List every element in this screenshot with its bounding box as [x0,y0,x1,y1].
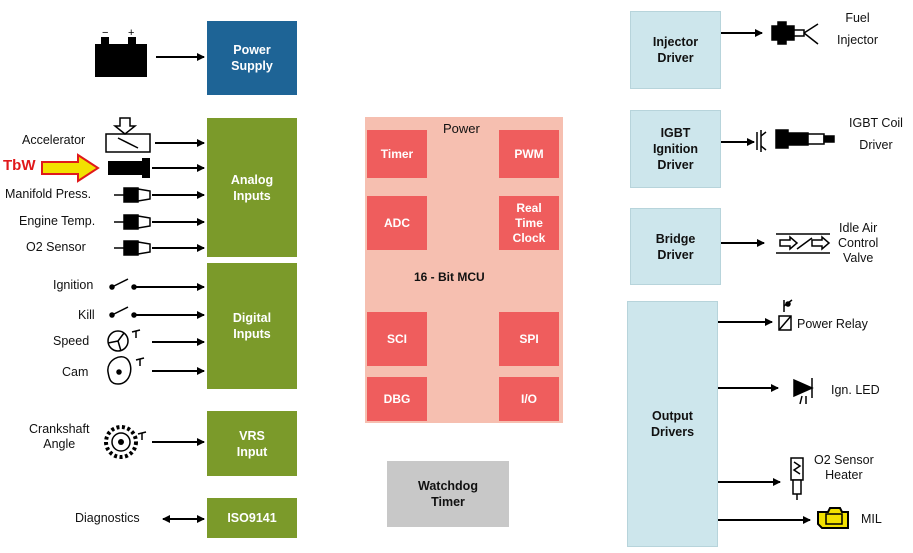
mcu-io: I/O [499,377,559,421]
igbt-coil-label: IGBT Coil Driver [849,116,903,152]
cam-lobe-icon [107,356,145,385]
power-relay-label: Power Relay [797,317,868,331]
engine-temp-label: Engine Temp. [19,214,96,228]
mcu-power-label: Power [443,121,480,136]
output-drivers-block: Output Drivers [627,301,718,547]
accelerator-label: Accelerator [22,133,86,147]
cam-label: Cam [62,365,89,379]
bridge-driver-block: Bridge Driver [630,208,721,285]
tbw-actuator-icon [108,158,150,178]
battery-icon: − + [95,27,147,77]
mcu-sci: SCI [367,312,427,366]
diagnostics-label: Diagnostics [75,511,140,525]
kill-label: Kill [78,308,95,322]
digital-inputs-block: Digital Inputs [207,263,297,389]
injector-driver-block: Injector Driver [630,11,721,89]
mcu-rtc: Real Time Clock [499,196,559,250]
mcu-timer: Timer [367,130,427,178]
relay-icon [778,299,793,331]
ign-led-label: Ign. LED [831,383,880,397]
ignition-coil-icon [756,129,835,152]
manifold-label: Manifold Press. [5,187,92,201]
yellow-arrow-icon [41,153,100,183]
switch-icon [109,278,137,318]
o2-sensor-label: O2 Sensor [26,240,86,254]
fuel-injector-icon [771,21,819,45]
engine-lamp-icon [817,507,849,529]
crank-gear-icon [104,425,147,459]
mil-label: MIL [861,512,882,526]
svg-text:−: − [102,27,108,39]
watchdog-timer-block: Watchdog Timer [387,461,509,527]
mcu-spi: SPI [499,312,559,366]
speed-wheel-icon [107,329,141,352]
vrs-input-block: VRS Input [207,411,297,476]
o2-heater-label: O2 Sensor Heater [814,453,874,482]
svg-text:+: + [128,27,134,39]
power-supply-block: Power Supply [207,21,297,95]
ignition-label: Ignition [53,278,94,292]
fuel-injector-label: Fuel Injector [837,11,878,47]
tbw-label: TbW [3,157,36,174]
speed-label: Speed [53,334,90,348]
mcu-name-label: 16 - Bit MCU [414,270,485,284]
mcu-pwm: PWM [499,130,559,178]
analog-inputs-block: Analog Inputs [207,118,297,257]
sensor-connector-icon [114,187,151,256]
accelerator-pedal-icon [105,117,151,153]
iso9141-block: ISO9141 [207,498,297,538]
idle-valve-icon [776,233,831,254]
crankshaft-label: Crankshaft Angle [29,422,90,451]
mcu-adc: ADC [367,196,427,250]
igbt-ignition-driver-block: IGBT Ignition Driver [630,110,721,188]
o2-heater-icon [790,457,804,500]
mcu-dbg: DBG [367,377,427,421]
led-icon [793,378,814,405]
idle-air-label: Idle Air Control Valve [838,221,879,265]
